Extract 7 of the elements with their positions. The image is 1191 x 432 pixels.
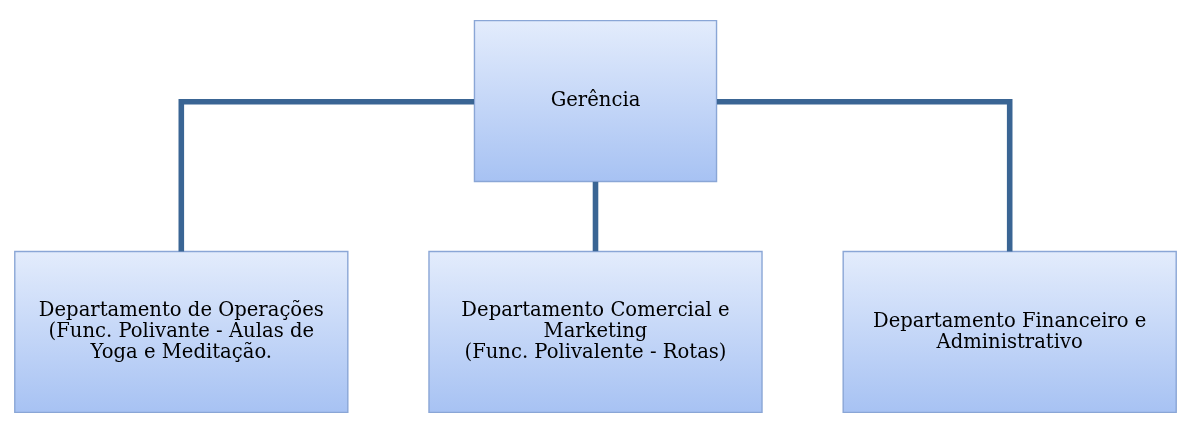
connector (592, 181, 599, 251)
node-box: Gerência (473, 19, 718, 182)
node-box: Departamento de Operações (Func. Polivante - Aulas de Yoga e Meditação. (14, 250, 349, 413)
node-box: Departamento Comercial e Marketing (Func. Polivalente - Rotas) (428, 250, 763, 413)
connector (716, 98, 1013, 251)
connector (178, 98, 475, 251)
node-box: Departamento Financeiro e Administrativo (842, 250, 1177, 413)
